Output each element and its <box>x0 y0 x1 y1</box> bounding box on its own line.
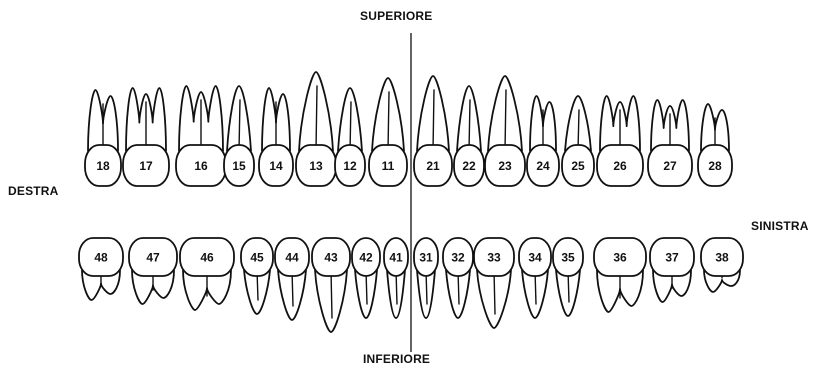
tooth-number: 42 <box>359 251 373 265</box>
tooth-number: 44 <box>285 251 299 265</box>
upper-arch: 18 17 16 15 14 13 12 11 21 22 23 24 25 26 27 28 <box>85 72 732 186</box>
tooth-number: 23 <box>498 159 512 173</box>
upper-tooth-27: 27 <box>648 100 692 186</box>
upper-tooth-26: 26 <box>597 96 643 186</box>
root-canal-line <box>388 92 389 151</box>
upper-tooth-23: 23 <box>485 76 525 186</box>
lower-tooth-35: 35 <box>553 238 583 316</box>
tooth-number: 47 <box>146 251 160 265</box>
tooth-number: 34 <box>528 251 542 265</box>
tooth-number: 35 <box>561 251 575 265</box>
root-canal-line <box>469 100 470 151</box>
upper-tooth-22: 22 <box>454 86 484 186</box>
tooth-number: 48 <box>94 251 108 265</box>
root-canal-line <box>433 90 434 151</box>
lower-tooth-37: 37 <box>650 238 694 302</box>
tooth-number: 32 <box>451 251 465 265</box>
tooth-number: 13 <box>309 159 323 173</box>
tooth-number: 33 <box>487 251 501 265</box>
lower-tooth-38: 38 <box>701 238 743 292</box>
tooth-number: 15 <box>232 159 246 173</box>
label-superiore: SUPERIORE <box>360 9 432 23</box>
upper-tooth-25: 25 <box>562 96 594 186</box>
tooth-number: 45 <box>250 251 264 265</box>
upper-tooth-18: 18 <box>85 90 121 186</box>
label-destra: DESTRA <box>8 184 59 198</box>
tooth-number: 24 <box>536 159 550 173</box>
tooth-number: 46 <box>200 251 214 265</box>
upper-tooth-11: 11 <box>369 78 407 186</box>
upper-tooth-21: 21 <box>414 76 452 186</box>
tooth-number: 27 <box>663 159 677 173</box>
lower-tooth-31: 31 <box>414 238 438 318</box>
lower-tooth-34: 34 <box>519 238 551 318</box>
tooth-number: 22 <box>462 159 476 173</box>
tooth-number: 41 <box>389 251 403 265</box>
tooth-number: 26 <box>613 159 627 173</box>
upper-tooth-16: 16 <box>176 86 226 186</box>
tooth-number: 36 <box>613 251 627 265</box>
upper-tooth-13: 13 <box>296 72 336 186</box>
root-canal-line <box>331 270 332 318</box>
tooth-number: 16 <box>194 159 208 173</box>
lower-tooth-33: 33 <box>474 238 514 328</box>
lower-tooth-44: 44 <box>275 238 309 320</box>
lower-tooth-32: 32 <box>443 238 473 318</box>
root-canal-line <box>505 90 506 151</box>
tooth-number: 31 <box>419 251 433 265</box>
tooth-number: 28 <box>708 159 722 173</box>
root-canal-line <box>239 100 240 151</box>
lower-tooth-43: 43 <box>312 238 350 332</box>
tooth-number: 11 <box>382 159 395 173</box>
upper-tooth-15: 15 <box>224 86 254 186</box>
lower-tooth-47: 47 <box>129 238 177 304</box>
label-sinistra: SINISTRA <box>751 219 809 233</box>
lower-tooth-48: 48 <box>79 238 123 300</box>
upper-tooth-24: 24 <box>527 96 559 186</box>
upper-tooth-12: 12 <box>335 88 365 186</box>
lower-tooth-46: 46 <box>180 238 234 310</box>
tooth-number: 43 <box>324 251 338 265</box>
upper-tooth-28: 28 <box>698 104 732 186</box>
label-inferiore: INFERIORE <box>363 352 430 366</box>
tooth-number: 21 <box>426 159 440 173</box>
upper-tooth-17: 17 <box>123 88 169 186</box>
tooth-number: 17 <box>139 159 153 173</box>
lower-tooth-36: 36 <box>594 238 646 312</box>
root-canal-line <box>316 86 317 151</box>
tooth-number: 38 <box>715 251 729 265</box>
lower-tooth-42: 42 <box>352 238 380 318</box>
tooth-number: 25 <box>571 159 585 173</box>
upper-tooth-14: 14 <box>259 88 293 186</box>
tooth-number: 14 <box>269 159 283 173</box>
root-canal-line <box>350 102 351 151</box>
lower-tooth-41: 41 <box>384 238 408 318</box>
tooth-number: 12 <box>343 159 357 173</box>
lower-tooth-45: 45 <box>241 238 273 314</box>
tooth-number: 18 <box>96 159 110 173</box>
tooth-number: 37 <box>665 251 679 265</box>
